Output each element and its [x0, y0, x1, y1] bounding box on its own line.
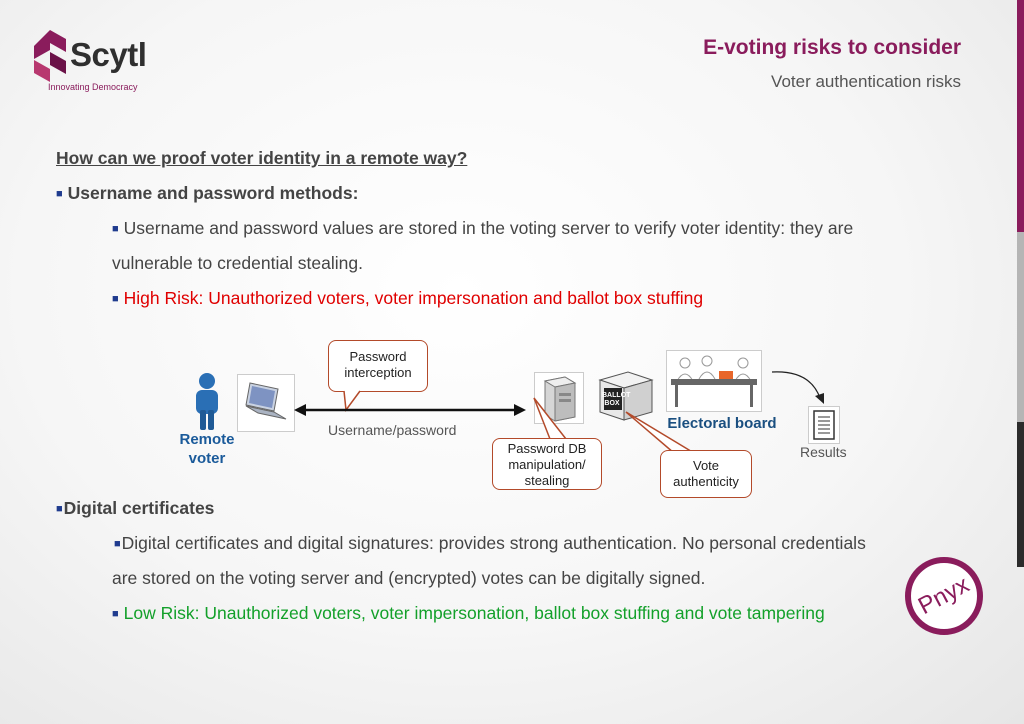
bullet-icon: ■ [56, 503, 63, 515]
results-label: Results [800, 444, 847, 460]
bullet-icon: ■ [56, 188, 63, 200]
electoral-board-label: Electoral board [667, 415, 777, 432]
section2-detail-line2: are stored on the voting server and (enc… [112, 568, 706, 588]
section2-heading: Digital certificates [63, 498, 215, 518]
section2-detail-row: ■Digital certificates and digital signat… [114, 533, 866, 554]
section1-detail-row: ■ Username and password values are stored… [112, 218, 853, 239]
section2-detail-line1: Digital certificates and digital signatu… [121, 533, 866, 553]
authentication-diagram: Remote voter Password interception Usern… [0, 330, 1024, 500]
password-db-label: Password DB manipulation/ stealing [507, 441, 587, 488]
logo-name: Scytl [70, 36, 147, 73]
section2-risk: Low Risk: Unauthorized voters, voter imp… [123, 603, 825, 623]
scytl-logo-icon [34, 30, 66, 82]
connection-label: Username/password [328, 422, 457, 438]
edge-bar-middle [1017, 232, 1024, 422]
password-interception-label: Password interception [344, 349, 412, 380]
pnyx-stamp: Pnyx [904, 556, 984, 636]
ballot-box-label: BALLOT BOX [602, 392, 631, 407]
edge-bar-bottom [1017, 422, 1024, 567]
bullet-icon: ■ [112, 293, 119, 305]
password-interception-callout: Password interception [328, 340, 428, 392]
section1-heading: Username and password methods: [67, 183, 359, 203]
vote-authenticity-label: Vote authenticity [673, 458, 739, 489]
section1-risk: High Risk: Unauthorized voters, voter im… [123, 288, 704, 308]
bullet-icon: ■ [112, 608, 119, 620]
logo-tagline: Innovating Democracy [48, 82, 138, 92]
section1-heading-row: ■ Username and password methods: [56, 183, 358, 204]
ballot-box-icon: BALLOT BOX [598, 370, 654, 422]
results-arrow [771, 371, 824, 404]
server-icon [534, 372, 584, 424]
vote-authenticity-callout: Vote authenticity [660, 450, 752, 498]
connection-arrow [294, 404, 526, 416]
remote-voter-label: Remote voter [179, 431, 235, 467]
db-callout-pointer [533, 397, 567, 440]
electoral-board-icon [666, 350, 762, 412]
section1-detail-line2: vulnerable to credential stealing. [112, 253, 363, 273]
password-db-callout: Password DB manipulation/ stealing [492, 438, 602, 490]
page-title: E-voting risks to consider [703, 36, 961, 59]
page-subtitle: Voter authentication risks [771, 72, 961, 91]
person-icon [196, 373, 218, 430]
question-heading: How can we proof voter identity in a rem… [56, 148, 468, 168]
results-document-icon [808, 406, 840, 444]
vote-callout-pointer [625, 411, 695, 454]
section2-heading-row: ■Digital certificates [56, 498, 214, 519]
scytl-logo: Scytl Innovating Democracy [34, 28, 164, 98]
edge-bar-top [1017, 0, 1024, 232]
section2-risk-row: ■ Low Risk: Unauthorized voters, voter im… [112, 603, 825, 624]
laptop-icon [237, 374, 295, 432]
section1-detail-line1: Username and password values are stored … [123, 218, 854, 238]
section1-risk-row: ■ High Risk: Unauthorized voters, voter i… [112, 288, 703, 309]
bullet-icon: ■ [112, 223, 119, 235]
bullet-icon: ■ [114, 538, 121, 550]
